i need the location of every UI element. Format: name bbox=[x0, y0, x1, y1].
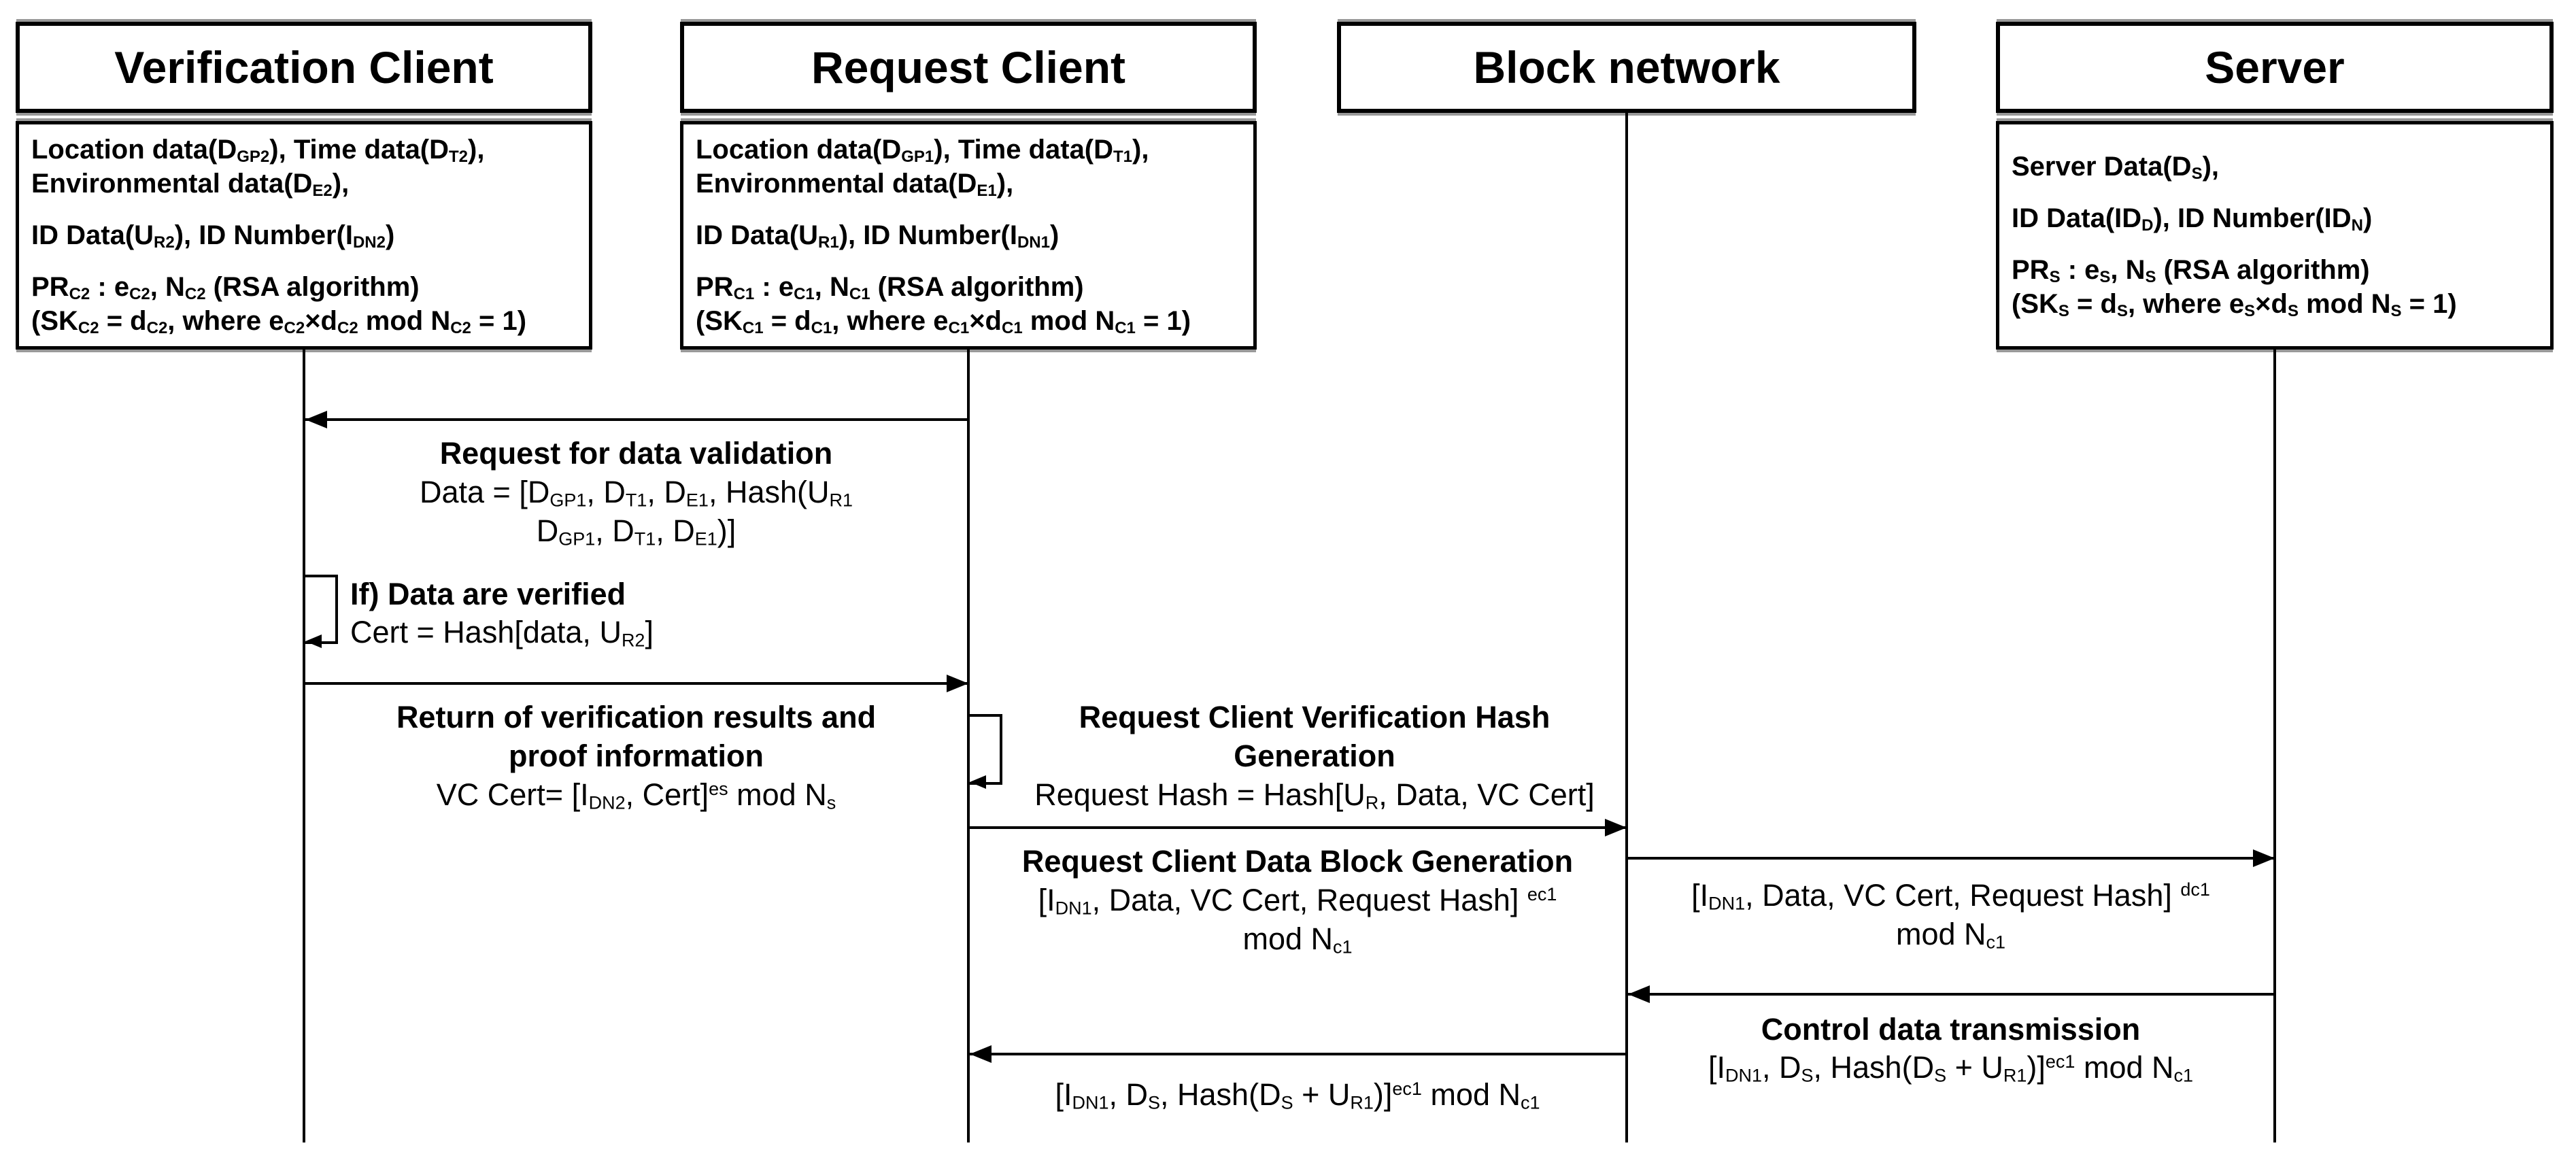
actor-title: Verification Client bbox=[114, 42, 494, 92]
info-group: ID Data(IDD), ID Number(IDN) bbox=[2012, 201, 2538, 235]
message-formula-line: VC Cert= [IDN2, Cert]es mod Ns bbox=[436, 777, 836, 813]
info-line: ID Data(UR1), ID Number(IDN1) bbox=[696, 220, 1060, 252]
info-group: PRC1 : eC1, NC1 (RSA algorithm) (SKC1 = … bbox=[696, 270, 1241, 338]
info-group: ID Data(UR1), ID Number(IDN1) bbox=[696, 218, 1241, 252]
actor-title: Block network bbox=[1473, 42, 1780, 92]
actor-title: Request Client bbox=[811, 42, 1126, 92]
actor-header-block-network: Block network bbox=[1337, 22, 1916, 113]
info-line: Location data(DGP1), Time data(DT1), bbox=[696, 135, 1149, 166]
message-5-label: Request Client Data Block Generation [ID… bbox=[968, 842, 1627, 958]
message-7-arrowhead-left-icon bbox=[1628, 985, 1650, 1003]
info-line: ID Data(IDD), ID Number(IDN) bbox=[2012, 203, 2373, 235]
actor-header-request-client: Request Client bbox=[680, 22, 1257, 113]
info-line: Environmental data(DE2), bbox=[31, 169, 350, 200]
message-formula-line: [IDN1, Data, VC Cert, Request Hash] dc1 bbox=[1691, 878, 2210, 914]
message-2-arrowhead-left-icon bbox=[305, 634, 322, 648]
message-formula-line: Data = [DGP1, DT1, DE1, Hash(UR1 bbox=[419, 475, 853, 511]
message-1-label: Request for data validation Data = [DGP1… bbox=[304, 434, 968, 550]
info-line: ID Data(UR2), ID Number(IDN2) bbox=[31, 220, 395, 252]
message-title-line: Request Client Verification Hash bbox=[1079, 700, 1550, 734]
message-title-line: Generation bbox=[1234, 739, 1395, 773]
info-line: Environmental data(DE1), bbox=[696, 169, 1014, 200]
message-6-line bbox=[1628, 857, 2275, 860]
message-6-arrowhead-right-icon bbox=[2253, 849, 2275, 867]
info-group: Server Data(DS), bbox=[2012, 150, 2538, 184]
message-2-self-loop bbox=[304, 575, 338, 644]
info-line: (SKC2 = dC2, where eC2×dC2 mod NC2 = 1) bbox=[31, 306, 527, 337]
info-group: Location data(DGP2), Time data(DT2), Env… bbox=[31, 133, 577, 201]
actor-header-verification-client: Verification Client bbox=[16, 22, 592, 113]
message-6-label: [IDN1, Data, VC Cert, Request Hash] dc1 … bbox=[1627, 876, 2275, 953]
message-title-line: If) Data are verified bbox=[350, 577, 626, 611]
message-formula-line: [IDN1, Data, VC Cert, Request Hash] ec1 bbox=[1038, 883, 1557, 919]
info-line: PRC2 : eC2, NC2 (RSA algorithm) bbox=[31, 272, 420, 303]
message-3-arrowhead-right-icon bbox=[947, 675, 968, 692]
message-formula-line: Cert = Hash[data, UR2] bbox=[350, 615, 654, 651]
message-3-label: Return of verification results and proof… bbox=[304, 698, 968, 814]
actor-info-verification-client: Location data(DGP2), Time data(DT2), Env… bbox=[16, 121, 592, 350]
info-line: Location data(DGP2), Time data(DT2), bbox=[31, 135, 485, 166]
actor-info-request-client: Location data(DGP1), Time data(DT1), Env… bbox=[680, 121, 1257, 350]
message-8-arrowhead-left-icon bbox=[970, 1045, 992, 1063]
message-title-line: Request Client Data Block Generation bbox=[1021, 844, 1574, 879]
info-line: (SKS = dS, where eS×dS mod NS = 1) bbox=[2012, 289, 2457, 320]
message-title-line: proof information bbox=[509, 739, 764, 773]
info-line: (SKC1 = dC1, where eC1×dC1 mod NC1 = 1) bbox=[696, 306, 1191, 337]
lifeline-verification-client bbox=[303, 350, 305, 1142]
message-formula-line: Request Hash = Hash[UR, Data, VC Cert] bbox=[1034, 777, 1595, 813]
message-3-line bbox=[305, 682, 968, 685]
message-5-arrowhead-right-icon bbox=[1605, 819, 1627, 836]
message-4-arrowhead-left-icon bbox=[970, 775, 986, 789]
message-formula-line: [IDN1, DS, Hash(DS + UR1)]ec1 mod Nc1 bbox=[1055, 1077, 1540, 1113]
message-formula-line: DGP1, DT1, DE1)] bbox=[536, 513, 736, 549]
info-group: Location data(DGP1), Time data(DT1), Env… bbox=[696, 133, 1241, 201]
lifeline-block-network bbox=[1625, 113, 1628, 1142]
actor-info-server: Server Data(DS), ID Data(IDD), ID Number… bbox=[1996, 121, 2554, 350]
info-line: Server Data(DS), bbox=[2012, 152, 2220, 183]
message-formula-line: [IDN1, DS, Hash(DS + UR1)]ec1 mod Nc1 bbox=[1708, 1050, 2194, 1086]
lifeline-server bbox=[2273, 350, 2276, 1142]
message-title-line: Control data transmission bbox=[1761, 1012, 2141, 1047]
message-4-label: Request Client Verification Hash Generat… bbox=[968, 698, 1627, 814]
actor-header-server: Server bbox=[1996, 22, 2554, 113]
info-group: PRC2 : eC2, NC2 (RSA algorithm) (SKC2 = … bbox=[31, 270, 577, 338]
lifeline-request-client bbox=[967, 350, 970, 1142]
info-group: PRS : eS, NS (RSA algorithm) (SKS = dS, … bbox=[2012, 253, 2538, 321]
info-group: ID Data(UR2), ID Number(IDN2) bbox=[31, 218, 577, 252]
actor-title: Server bbox=[2205, 42, 2345, 92]
message-1-line bbox=[305, 418, 968, 421]
message-5-line bbox=[970, 826, 1627, 829]
message-title-line: Request for data validation bbox=[439, 436, 833, 471]
message-8-line bbox=[970, 1053, 1627, 1055]
message-formula-line: mod Nc1 bbox=[1895, 917, 2006, 953]
info-line: PRS : eS, NS (RSA algorithm) bbox=[2012, 255, 2370, 286]
message-8-label: [IDN1, DS, Hash(DS + UR1)]ec1 mod Nc1 bbox=[968, 1076, 1627, 1114]
message-2-label: If) Data are verified Cert = Hash[data, … bbox=[350, 575, 935, 651]
message-7-label: Control data transmission [IDN1, DS, Has… bbox=[1627, 1011, 2275, 1087]
message-formula-line: mod Nc1 bbox=[1242, 921, 1353, 958]
message-1-arrowhead-left-icon bbox=[305, 411, 327, 428]
message-title-line: Return of verification results and bbox=[396, 700, 877, 734]
message-7-line bbox=[1628, 993, 2273, 996]
info-line: PRC1 : eC1, NC1 (RSA algorithm) bbox=[696, 272, 1084, 303]
